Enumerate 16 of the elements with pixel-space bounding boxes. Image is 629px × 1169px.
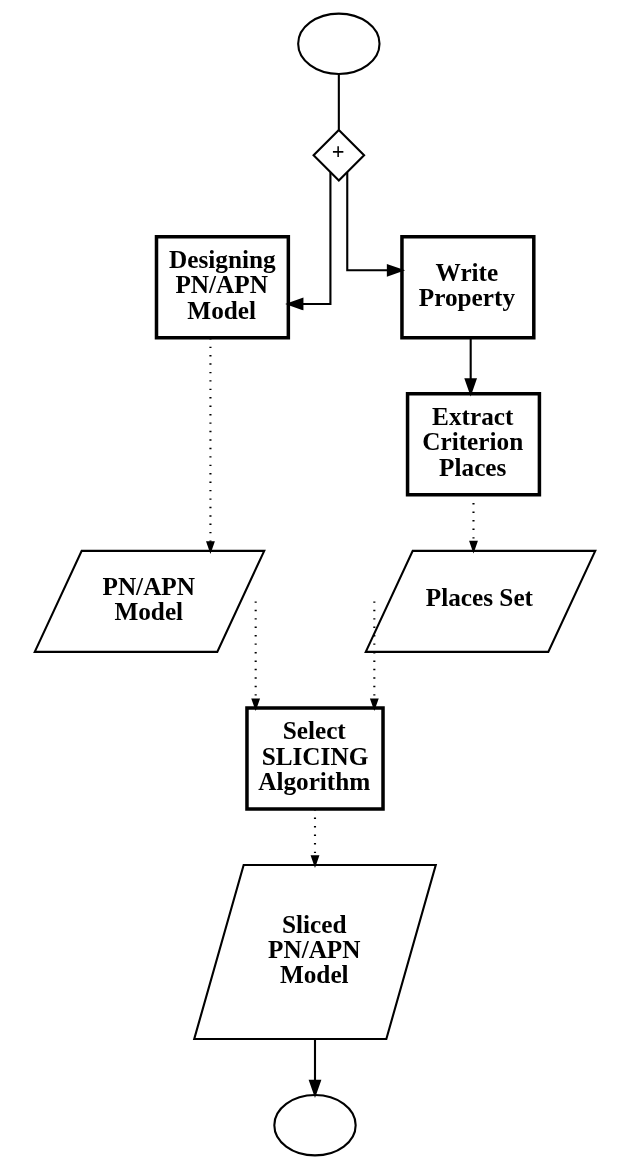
connector (337, 74, 340, 130)
node-circle (296, 12, 381, 75)
node-box: Write Property (399, 234, 536, 340)
arrow (369, 601, 379, 712)
node-diamond: + (311, 128, 366, 183)
node-box: Extract Criterion Places (405, 392, 541, 497)
node-box: Select SLICING Algorithm (244, 706, 385, 811)
arrow (345, 172, 405, 277)
arrow (308, 1039, 321, 1099)
arrow (250, 601, 260, 712)
node-circle (272, 1094, 357, 1157)
arrow (463, 337, 477, 397)
arrow (310, 809, 319, 868)
node-box: Designing PN/APN Model (154, 234, 290, 340)
arrow (284, 172, 331, 311)
arrow (205, 338, 215, 554)
